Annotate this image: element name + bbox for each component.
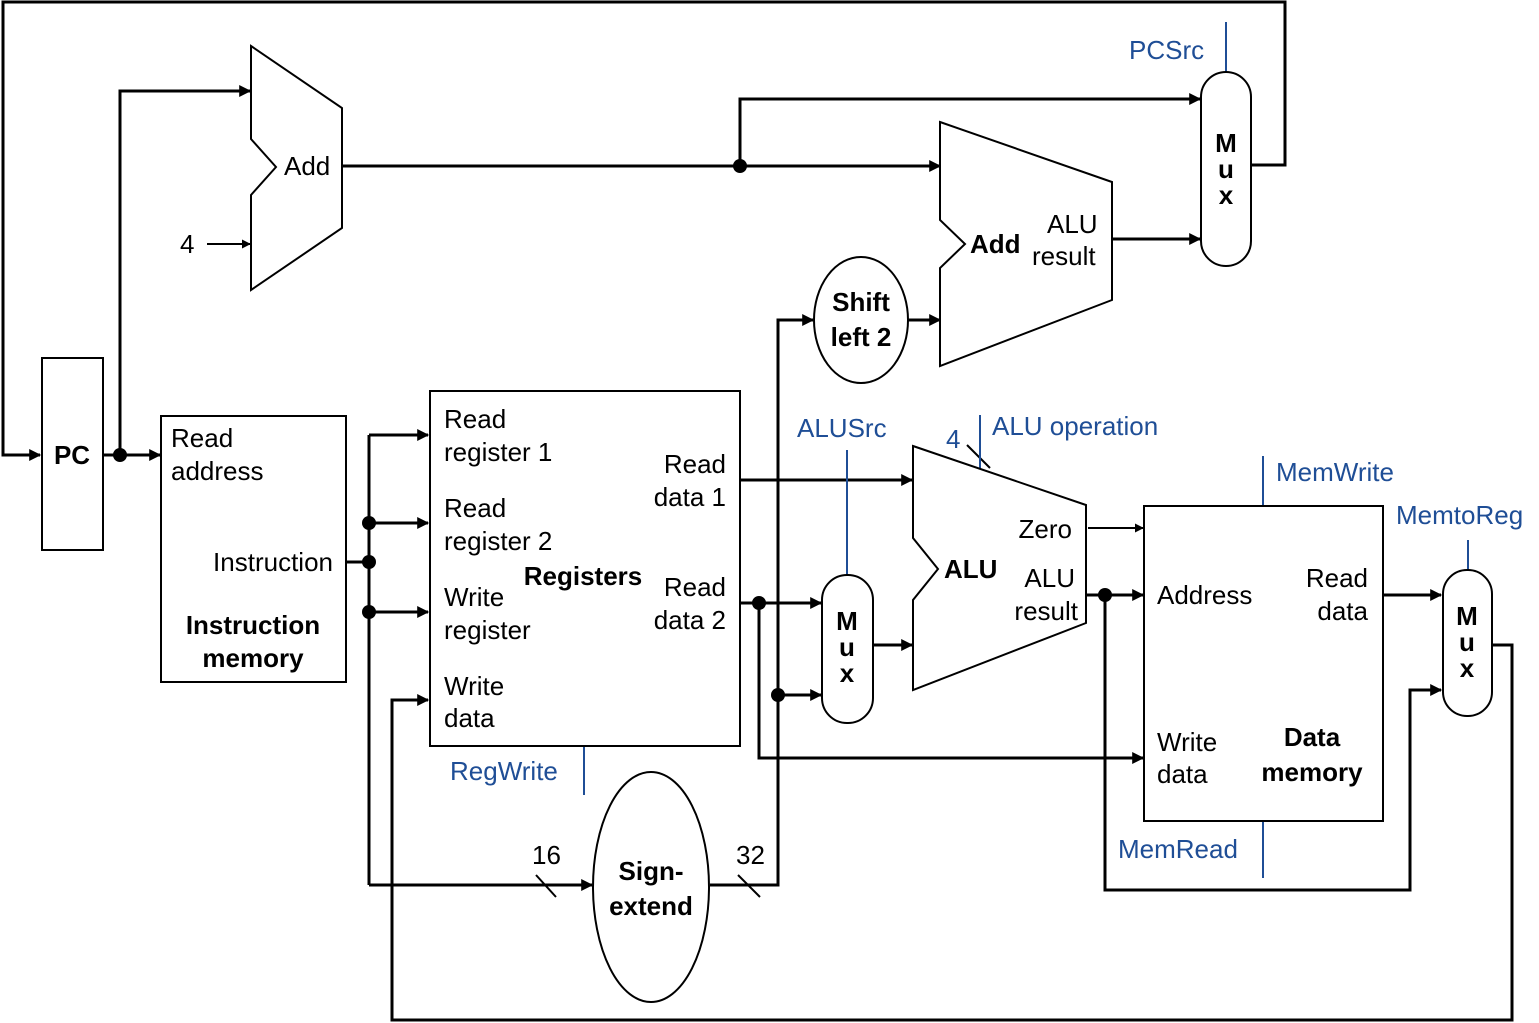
branch-adder: Add ALU result <box>939 120 1113 368</box>
memtoreg-mux: M u x MemtoReg <box>1396 500 1523 717</box>
alusrc-mux: M u x ALUSrc <box>797 413 887 724</box>
sign-extend: Sign- extend 16 32 <box>532 771 765 1003</box>
reg-title: Registers <box>524 561 643 591</box>
control-lines <box>583 22 1469 878</box>
alusrc-label: ALUSrc <box>797 413 887 443</box>
reg-read-data1-2: data 1 <box>654 482 726 512</box>
reg-write-reg-1: Write <box>444 582 504 612</box>
memtoreg-mux-m: M <box>1456 601 1478 631</box>
imem-title-2: memory <box>202 643 304 673</box>
pc-mux-m: M <box>1215 128 1237 158</box>
pc-mux-u: u <box>1218 154 1234 184</box>
sign-extend-label-2: extend <box>609 891 693 921</box>
memtoreg-label: MemtoReg <box>1396 500 1523 530</box>
dmem-title-2: memory <box>1261 757 1363 787</box>
dmem-write-data-2: data <box>1157 759 1208 789</box>
dmem-read-data-1: Read <box>1306 563 1368 593</box>
slash-16 <box>535 874 557 898</box>
alusrc-mux-u: u <box>839 632 855 662</box>
pc-label: PC <box>54 440 90 470</box>
register-file: Read register 1 Read register 2 Write re… <box>429 390 741 786</box>
wire-next-pc <box>1 0 1287 461</box>
dmem-title-1: Data <box>1284 722 1341 752</box>
reg-read-reg2-2: register 2 <box>444 526 552 556</box>
reg-read-data2-2: data 2 <box>654 605 726 635</box>
sign-extend-label-1: Sign- <box>619 856 684 886</box>
memwrite-label: MemWrite <box>1276 457 1394 487</box>
junction-pc <box>113 448 127 462</box>
pc-adder: Add 4 <box>180 44 343 292</box>
wire-read-data2-to-dmem <box>757 603 1145 764</box>
imem-read-address-1: Read <box>171 423 233 453</box>
regwrite-label: RegWrite <box>450 756 558 786</box>
memtoreg-mux-x: x <box>1460 653 1475 683</box>
dmem-write-data-1: Write <box>1157 727 1217 757</box>
alusrc-mux-m: M <box>836 606 858 636</box>
reg-write-data-2: data <box>444 703 495 733</box>
pc-mux-control-label: PCSrc <box>1129 35 1204 65</box>
branch-adder-result-2: result <box>1032 241 1096 271</box>
alu-result-2: result <box>1014 596 1078 626</box>
alu-op-label: ALU operation <box>992 411 1158 441</box>
junction-pc4 <box>733 159 747 173</box>
reg-read-data1-1: Read <box>664 449 726 479</box>
imem-title-1: Instruction <box>186 610 320 640</box>
wire-writeback <box>390 643 1514 1022</box>
alu-op-width: 4 <box>946 424 960 454</box>
alu-zero: Zero <box>1019 514 1072 544</box>
imem-read-address-2: address <box>171 456 264 486</box>
shift-left-2: Shift left 2 <box>813 256 909 384</box>
alu-result-1: ALU <box>1024 563 1075 593</box>
reg-read-reg1-2: register 1 <box>444 437 552 467</box>
pc-register: PC <box>41 357 104 551</box>
junction-instr-rr2 <box>362 516 376 530</box>
wire-sign-extend-out <box>710 314 815 887</box>
pc-adder-label: Add <box>284 151 330 181</box>
junction-instr <box>362 555 376 569</box>
junctions <box>113 159 1112 702</box>
memtoreg-mux-u: u <box>1459 627 1475 657</box>
imem-instruction-port: Instruction <box>213 547 333 577</box>
junction-alu-result <box>1098 588 1112 602</box>
branch-adder-label: Add <box>970 229 1021 259</box>
pc-adder-const: 4 <box>180 229 194 259</box>
junction-read-data2 <box>752 596 766 610</box>
dmem-address: Address <box>1157 580 1252 610</box>
instruction-memory: Read address Instruction Instruction mem… <box>160 415 347 683</box>
alu: ALU Zero ALU result 4 ALU operation <box>912 411 1158 692</box>
pc-mux-x: x <box>1219 180 1234 210</box>
alusrc-mux-x: x <box>840 658 855 688</box>
sign-extend-in-width: 16 <box>532 840 561 870</box>
wire-pc4-to-mux <box>738 93 1202 166</box>
data-memory: Address Read data Write data Data memory… <box>1118 457 1394 864</box>
shift-label-2: left 2 <box>831 322 892 352</box>
shift-label-1: Shift <box>832 287 890 317</box>
dmem-read-data-2: data <box>1317 596 1368 626</box>
sign-extend-out-width: 32 <box>736 840 765 870</box>
wire-alu-result-bypass <box>1103 595 1443 892</box>
pc-mux: M u x PCSrc <box>1129 35 1252 267</box>
junction-imm <box>771 688 785 702</box>
reg-write-reg-2: register <box>444 615 531 645</box>
wire-pc-to-adder <box>118 85 252 455</box>
slash-32 <box>737 874 761 898</box>
memread-label: MemRead <box>1118 834 1238 864</box>
reg-read-reg1-1: Read <box>444 404 506 434</box>
alu-label: ALU <box>944 554 997 584</box>
reg-read-reg2-1: Read <box>444 493 506 523</box>
reg-write-data-1: Write <box>444 671 504 701</box>
slash-alu-op <box>966 444 991 469</box>
junction-instr-wr <box>362 605 376 619</box>
branch-adder-result-1: ALU <box>1047 209 1098 239</box>
reg-read-data2-1: Read <box>664 572 726 602</box>
